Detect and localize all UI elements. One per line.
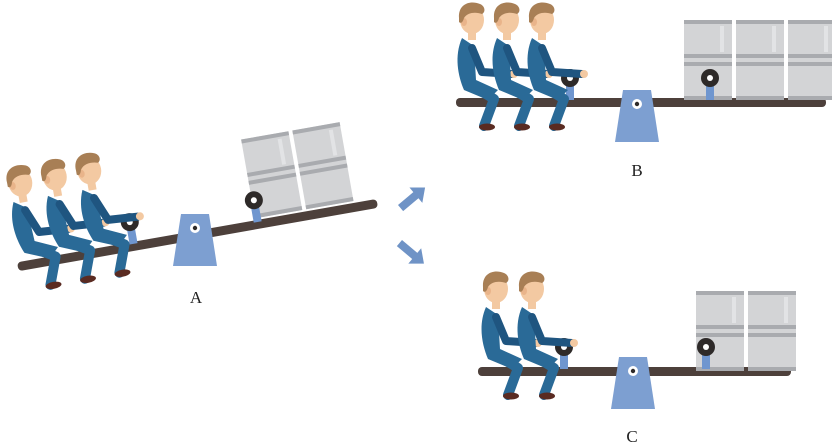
arrow-icon xyxy=(393,235,431,272)
panel-label-c: C xyxy=(626,427,637,445)
barrel-b-2 xyxy=(736,20,784,100)
barrel-b-3 xyxy=(788,20,832,100)
panel-label-a: A xyxy=(190,288,203,307)
person-icon xyxy=(518,272,578,400)
panel-c: C xyxy=(478,272,796,445)
panel-label-b: B xyxy=(631,161,642,180)
panel-a: A xyxy=(0,122,378,307)
person-icon xyxy=(528,3,588,131)
barrel-c-2 xyxy=(748,291,796,371)
fulcrum-icon xyxy=(611,357,655,409)
arrow-icon xyxy=(394,179,432,216)
panel-b: B xyxy=(456,3,832,180)
barrel-a-2 xyxy=(292,122,354,210)
fulcrum-icon xyxy=(173,214,217,266)
fulcrum-icon xyxy=(615,90,659,142)
